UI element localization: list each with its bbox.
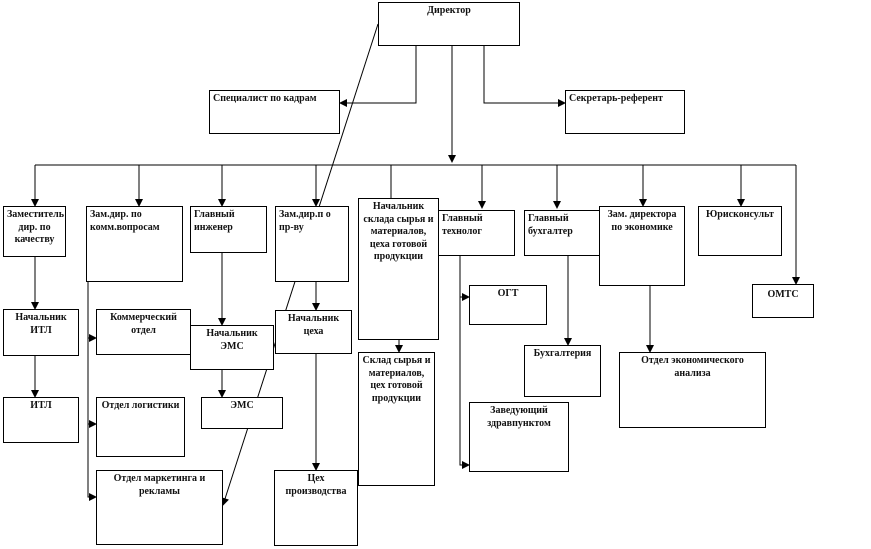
ogt-box: ОГТ <box>469 285 547 325</box>
health-post-head-box: Заведующий здравпунктом <box>469 402 569 472</box>
chief-accountant-box: Главный бухгалтер <box>524 210 604 256</box>
head-itl-box: Начальник ИТЛ <box>3 309 79 356</box>
link-technologist-branch <box>459 256 470 469</box>
deputy-economics-box: Зам. директора по экономике <box>599 206 685 286</box>
deputy-commercial-box: Зам.дир. по комм.вопросам <box>86 206 183 282</box>
ems-box: ЭМС <box>201 397 283 429</box>
chief-technologist-box: Главный технолог <box>438 210 515 256</box>
chief-engineer-box: Главный инженер <box>190 206 267 253</box>
deputy-quality-box: Заместитель дир. по качеству <box>3 206 66 257</box>
omts-box: ОМТС <box>752 284 814 318</box>
warehouse-box: Склад сырья и материалов, цех готовой пр… <box>358 352 435 486</box>
production-shop-box: Цех производства <box>274 470 358 546</box>
deputy-production-box: Зам.дир.п о пр-ву <box>275 206 349 282</box>
shop-head-box: Начальник цеха <box>275 310 352 354</box>
secretary-box: Секретарь-референт <box>565 90 685 134</box>
head-ems-box: Начальник ЭМС <box>190 325 274 370</box>
marketing-dept-box: Отдел маркетинга и рекламы <box>96 470 223 545</box>
hr-specialist-box: Специалист по кадрам <box>209 90 340 134</box>
legal-advisor-box: Юрисконсульт <box>698 206 782 256</box>
logistics-dept-box: Отдел логистики <box>96 397 185 457</box>
head-warehouse-box: Начальник склада сырья и материалов, цех… <box>358 198 439 340</box>
accounting-box: Бухгалтерия <box>524 345 601 397</box>
director-box: Директор <box>378 2 520 46</box>
commercial-dept-box: Коммерческий отдел <box>96 309 191 355</box>
link-commercial-branch <box>87 282 97 501</box>
itl-box: ИТЛ <box>3 397 79 443</box>
connector-secretary <box>483 46 566 107</box>
economic-analysis-box: Отдел экономического анализа <box>619 352 766 428</box>
connector-hr <box>339 46 417 107</box>
